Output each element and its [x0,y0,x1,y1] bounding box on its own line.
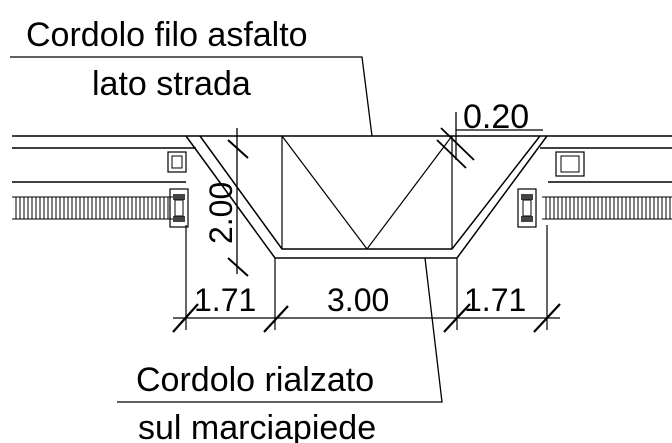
left-railing-hatch [15,197,169,219]
dim-curb-width-text: 0.20 [463,98,529,136]
top-label-line2: lato strada [92,65,251,103]
top-label-line1: Cordolo filo asfalto [26,16,308,54]
top-label-leader [10,56,373,137]
left-sidewalk-detail [12,151,189,228]
dim-depth-text: 2.00 [203,182,239,244]
road-edge-lines [12,135,672,149]
dimension-curb-width: 0.20 [436,98,543,169]
top-label: Cordolo filo asfalto lato strada [10,16,373,137]
bottom-dimensions: 1.71 3.00 1.71 [172,225,561,333]
right-railing-hatch [545,197,671,219]
right-sidewalk-detail [517,151,672,228]
bottom-label-line2: sul marciapiede [138,409,376,443]
raised-curb-section [185,135,548,259]
dimension-depth: 2.00 [203,128,249,277]
dim-left-slope-text: 1.71 [194,282,256,318]
bottom-label: Cordolo rialzato sul marciapiede [117,257,443,443]
dim-bottom-width-text: 3.00 [327,282,389,318]
bottom-label-leader [117,257,443,403]
dim-right-slope-text: 1.71 [464,282,526,318]
bottom-label-line1: Cordolo rialzato [136,361,374,399]
